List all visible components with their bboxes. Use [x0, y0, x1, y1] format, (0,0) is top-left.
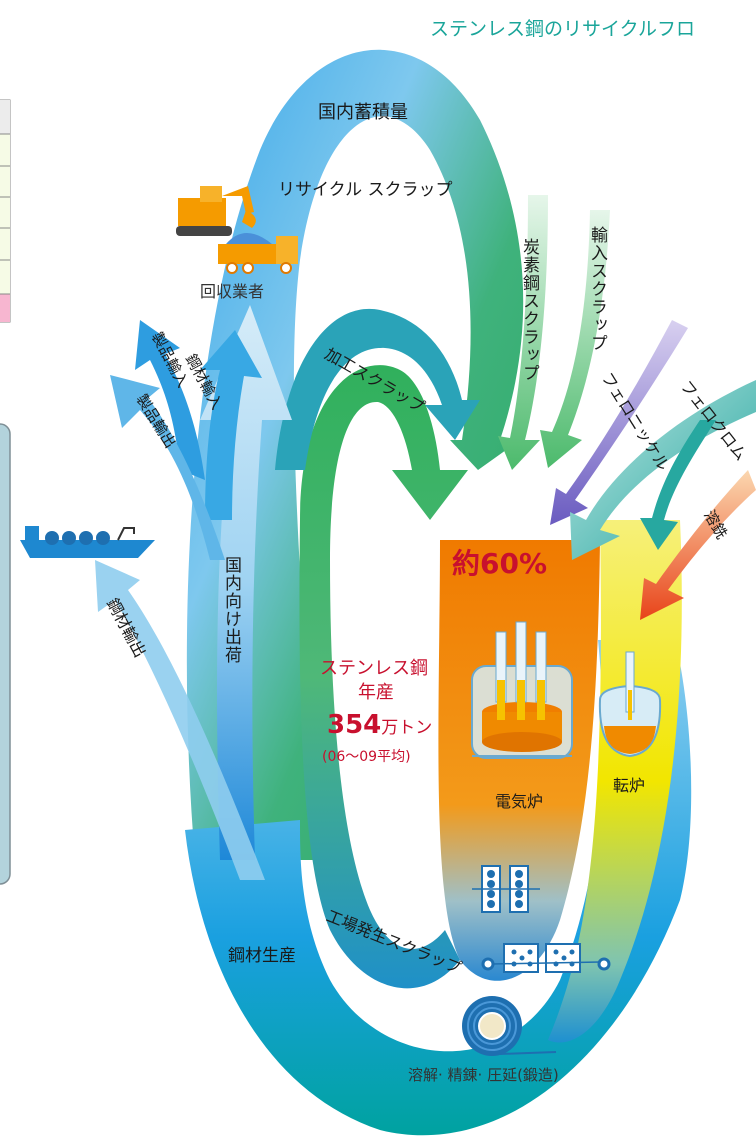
recycle-scrap-label: リサイクル スクラップ: [278, 180, 453, 200]
domestic-shipment-label: 国内向け出荷: [221, 556, 241, 664]
center-title-2: 年産: [358, 682, 394, 703]
center-amount-number: 354: [327, 710, 382, 740]
electric-furnace-band: [438, 540, 600, 981]
process-scrap-flow: [275, 308, 480, 470]
center-amount: 354万トン: [327, 712, 432, 738]
ferro-chrome-branch: [640, 420, 716, 550]
electric-furnace-label: 電気炉: [495, 792, 544, 811]
domestic-stock-label: 国内蓄積量: [318, 102, 408, 123]
product-export-arrow: [110, 375, 225, 560]
electric-furnace-icon: [471, 621, 573, 759]
ship-icon: [20, 526, 155, 558]
diagram-title: ステンレス鋼のリサイクルフロ: [430, 18, 696, 40]
center-amount-unit: 万トン: [381, 718, 433, 738]
steel-production-label: 鋼材生産: [228, 946, 296, 966]
process-label: 溶解· 精錬· 圧延(鍛造): [408, 1066, 559, 1084]
product-import-arrow: [135, 320, 205, 480]
steel-import-arrow: [200, 330, 262, 520]
converter-icon: [598, 651, 662, 758]
carbon-scrap-label: 炭素鋼スクラップ: [519, 238, 539, 382]
percent-label: 約60%: [452, 550, 547, 578]
left-page-fragment: [0, 99, 11, 885]
excavator-icon: [176, 186, 256, 236]
center-period: (06～09平均): [322, 749, 411, 765]
carbon-scrap-arrow: [498, 195, 548, 470]
domestic-shipment-arrow: [200, 305, 292, 860]
ferro-nickel-arrow: [550, 320, 688, 525]
coil-icon: [462, 996, 557, 1056]
plant-scrap-loop: [299, 365, 468, 989]
import-scrap-label: 輸入スクラップ: [587, 226, 607, 352]
converter-label: 転炉: [613, 776, 646, 795]
collector-label: 回収業者: [200, 282, 265, 301]
import-scrap-arrow: [540, 210, 610, 468]
center-title-1: ステンレス鋼: [320, 658, 428, 679]
steel-export-arrow: [95, 560, 265, 880]
converter-band: [548, 520, 682, 1043]
percent-value: 約60%: [452, 547, 548, 580]
rolling-mill-icon: [472, 865, 611, 973]
molten-iron-arrow: [640, 470, 756, 620]
truck-icon: [218, 233, 298, 274]
